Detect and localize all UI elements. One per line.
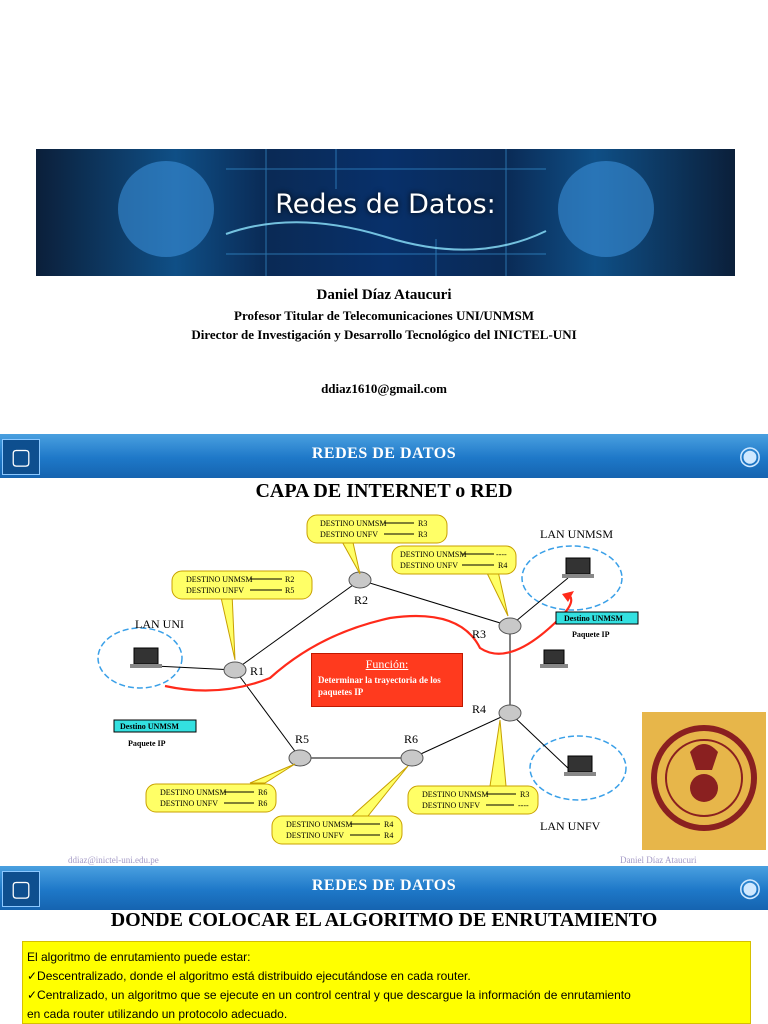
text-line: El algoritmo de enrutamiento puede estar…: [27, 950, 251, 964]
router-r5: R5: [288, 732, 312, 767]
seal-icon: [651, 725, 757, 831]
slide3-header-title: REDES DE DATOS: [311, 877, 457, 894]
slide2-title: CAPA DE INTERNET o RED: [255, 480, 513, 502]
svg-text:R4: R4: [384, 831, 393, 840]
svg-text:DESTINO UNMSM: DESTINO UNMSM: [160, 788, 226, 797]
laptop-extra-icon: [540, 649, 568, 668]
funcion-box: Función: Determinar la trayectoria de lo…: [311, 653, 463, 707]
router-r2: R2: [348, 571, 372, 607]
lan-unmsm-label: LAN UNMSM: [540, 527, 613, 541]
svg-text:R3: R3: [418, 519, 427, 528]
svg-text:DESTINO UNMSM: DESTINO UNMSM: [400, 550, 466, 559]
svg-text:R3: R3: [520, 790, 529, 799]
callout-r3: DESTINO UNMSM ---- DESTINO UNFV R4: [391, 545, 517, 617]
router-r1: R1: [223, 661, 264, 679]
svg-text:DESTINO UNFV: DESTINO UNFV: [160, 799, 218, 808]
link-r3-unmsm: [509, 577, 569, 627]
globe-left-icon: [118, 161, 214, 257]
text-line: en cada router utilizando un protocolo a…: [27, 1007, 288, 1021]
callout-r2: DESTINO UNMSM R3 DESTINO UNFV R3: [306, 514, 448, 575]
laptop-unmsm-icon: [562, 557, 594, 578]
slide2-header-title: REDES DE DATOS: [311, 445, 457, 462]
link-r6-r4: [411, 712, 511, 759]
banner-graphic: [118, 149, 654, 276]
network-diagram: R1 R2 R3 R4 R5 R6 LAN UNI LAN UNMSM LAN …: [97, 514, 639, 845]
svg-text:R4: R4: [498, 561, 507, 570]
funcion-text: Determinar la trayectoria de los paquete…: [318, 675, 441, 697]
svg-text:Destino UNMSM: Destino UNMSM: [564, 614, 623, 623]
path-arrowhead: [562, 591, 574, 602]
globe-icon: ◉: [738, 873, 762, 902]
packet-tag-unmsm: Destino UNMSM Paquete IP: [555, 611, 639, 639]
svg-text:DESTINO UNMSM: DESTINO UNMSM: [320, 519, 386, 528]
banner-title: Redes de Datos:: [275, 189, 496, 220]
router-r5-label: R5: [295, 732, 309, 746]
router-r4-label: R4: [472, 702, 486, 716]
svg-text:R2: R2: [285, 575, 294, 584]
author-role-2: Director de Investigación y Desarrollo T…: [191, 327, 577, 342]
footer-author: Daniel Díaz Ataucuri: [620, 855, 697, 865]
svg-text:R6: R6: [258, 788, 267, 797]
router-r6-label: R6: [404, 732, 418, 746]
svg-text:DESTINO UNMSM: DESTINO UNMSM: [186, 575, 252, 584]
callout-r1: DESTINO UNMSM R2 DESTINO UNFV R5: [171, 570, 313, 661]
book-icon: ▢: [2, 439, 40, 475]
title-banner: Redes de Datos:: [36, 149, 735, 276]
laptop-unfv-icon: [564, 755, 596, 776]
svg-text:----: ----: [518, 801, 529, 810]
link-r2-r3: [359, 579, 511, 627]
svg-text:DESTINO UNMSM: DESTINO UNMSM: [286, 820, 352, 829]
link-r4-unfv: [509, 712, 571, 771]
packet-tag-uni: Destino UNMSM Paquete IP: [113, 719, 197, 748]
svg-text:Paquete IP: Paquete IP: [572, 630, 610, 639]
slide2-header: ▢ REDES DE DATOS ◉: [0, 434, 768, 478]
svg-text:Paquete IP: Paquete IP: [128, 739, 166, 748]
slide3-header: ▢ REDES DE DATOS ◉: [0, 866, 768, 910]
svg-text:DESTINO UNFV: DESTINO UNFV: [400, 561, 458, 570]
lan-unfv-label: LAN UNFV: [540, 819, 601, 833]
svg-text:R6: R6: [258, 799, 267, 808]
svg-text:Destino UNMSM: Destino UNMSM: [120, 722, 179, 731]
text-line: ✓Centralizado, un algoritmo que se ejecu…: [27, 988, 631, 1002]
link-r1-r5: [234, 669, 301, 759]
laptop-uni-icon: [130, 647, 162, 668]
callout-r4: DESTINO UNMSM R3 DESTINO UNFV ----: [407, 719, 539, 815]
globe-right-icon: [558, 161, 654, 257]
link-r1-r2: [234, 579, 361, 671]
algorithm-textbox: El algoritmo de enrutamiento puede estar…: [22, 941, 751, 1024]
author-role-1: Profesor Titular de Telecomunicaciones U…: [234, 308, 534, 323]
router-r3-label: R3: [472, 627, 486, 641]
funcion-title: Función:: [365, 657, 409, 671]
author-email: ddiaz1610@gmail.com: [321, 381, 447, 396]
callout-r5: DESTINO UNMSM R6 DESTINO UNFV R6: [145, 763, 296, 813]
router-r2-label: R2: [354, 593, 368, 607]
svg-text:DESTINO UNFV: DESTINO UNFV: [286, 831, 344, 840]
svg-text:DESTINO UNFV: DESTINO UNFV: [422, 801, 480, 810]
svg-text:----: ----: [496, 550, 507, 559]
author-name: Daniel Díaz Ataucuri: [316, 287, 452, 303]
svg-text:R3: R3: [418, 530, 427, 539]
slide3-title: DONDE COLOCAR EL ALGORITMO DE ENRUTAMIEN…: [110, 909, 658, 931]
text-line: ✓Descentralizado, donde el algoritmo est…: [27, 969, 471, 983]
svg-text:R5: R5: [285, 586, 294, 595]
footer-email: ddiaz@inictel-uni.edu.pe: [68, 855, 159, 865]
book-icon: ▢: [2, 871, 40, 907]
svg-text:R4: R4: [384, 820, 393, 829]
link-uni-r1: [154, 665, 236, 671]
university-seal: [642, 712, 766, 850]
globe-icon: ◉: [738, 441, 762, 470]
lan-uni-label: LAN UNI: [135, 617, 184, 631]
callout-r6: DESTINO UNMSM R4 DESTINO UNFV R4: [271, 765, 409, 845]
router-r6: R6: [400, 732, 424, 767]
svg-text:DESTINO UNFV: DESTINO UNFV: [320, 530, 378, 539]
router-r3: R3: [472, 617, 522, 641]
router-r1-label: R1: [250, 664, 264, 678]
router-r4: R4: [472, 702, 522, 722]
svg-text:DESTINO UNFV: DESTINO UNFV: [186, 586, 244, 595]
svg-text:DESTINO UNMSM: DESTINO UNMSM: [422, 790, 488, 799]
